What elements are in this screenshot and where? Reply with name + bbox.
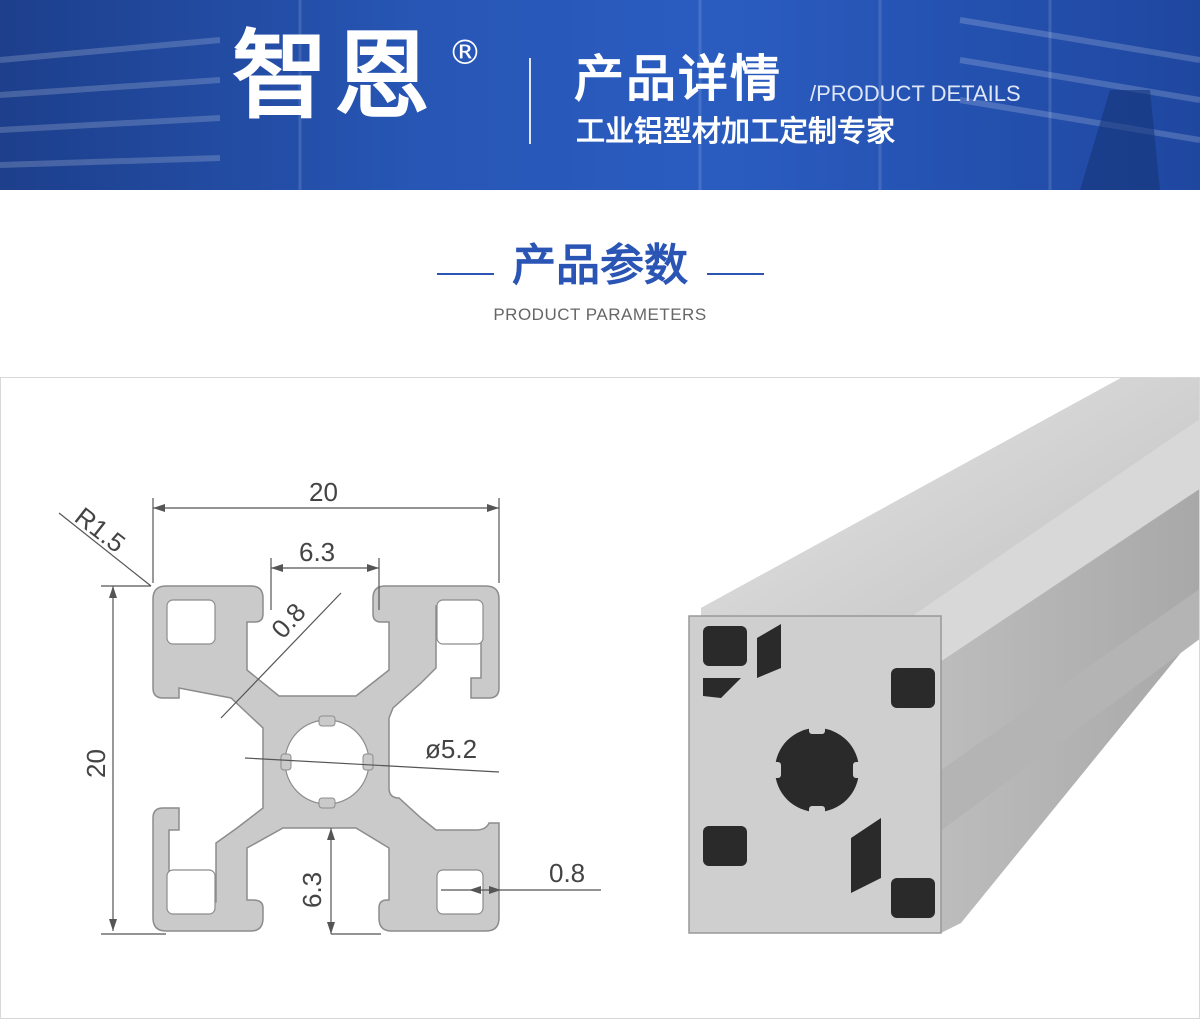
dim-wall: 0.8: [265, 597, 311, 644]
registered-mark: ®: [448, 33, 482, 73]
pocket-top-left: [166, 599, 216, 645]
dim-slot-bottom: 6.3: [297, 872, 327, 908]
front-pocket-bl: [703, 826, 747, 866]
page-title: 产品详情: [574, 50, 782, 108]
dim-bore: ø5.2: [425, 734, 477, 764]
section-title: 产品参数: [512, 240, 688, 291]
front-bore: [775, 728, 859, 812]
page-subtitle: 工业铝型材加工定制专家: [576, 114, 896, 148]
dim-radius: R1.5: [69, 501, 131, 558]
front-pocket-tr: [891, 668, 935, 708]
profile-drawing: 20 6.3 20 R1.5 0.8 ø5.2 6.3 0.8: [58, 477, 601, 935]
header-divider: [529, 58, 531, 144]
section-subtitle: PRODUCT PARAMETERS: [493, 305, 707, 324]
banner-background: [0, 0, 1200, 190]
section-rule-left: [437, 273, 494, 275]
page-title-en: /PRODUCT DETAILS: [810, 81, 1021, 106]
brand-logo-text: 智恩: [232, 20, 436, 132]
header-banner: 智恩 ® 产品详情 /PRODUCT DETAILS 工业铝型材加工定制专家: [0, 0, 1200, 190]
front-pocket-tl: [703, 626, 747, 666]
product-panel: 20 6.3 20 R1.5 0.8 ø5.2 6.3 0.8: [0, 377, 1200, 1019]
dim-width: 20: [309, 477, 338, 507]
front-pocket-br: [891, 878, 935, 918]
section-rule-right: [707, 273, 764, 275]
pocket-top-right: [436, 599, 484, 645]
pocket-bottom-left: [166, 869, 216, 915]
dim-height: 20: [81, 749, 111, 778]
pocket-bottom-right: [436, 869, 484, 915]
profile-3d-render: [688, 378, 1199, 934]
dim-wall-right: 0.8: [549, 858, 585, 888]
dim-slot-top: 6.3: [299, 537, 335, 567]
